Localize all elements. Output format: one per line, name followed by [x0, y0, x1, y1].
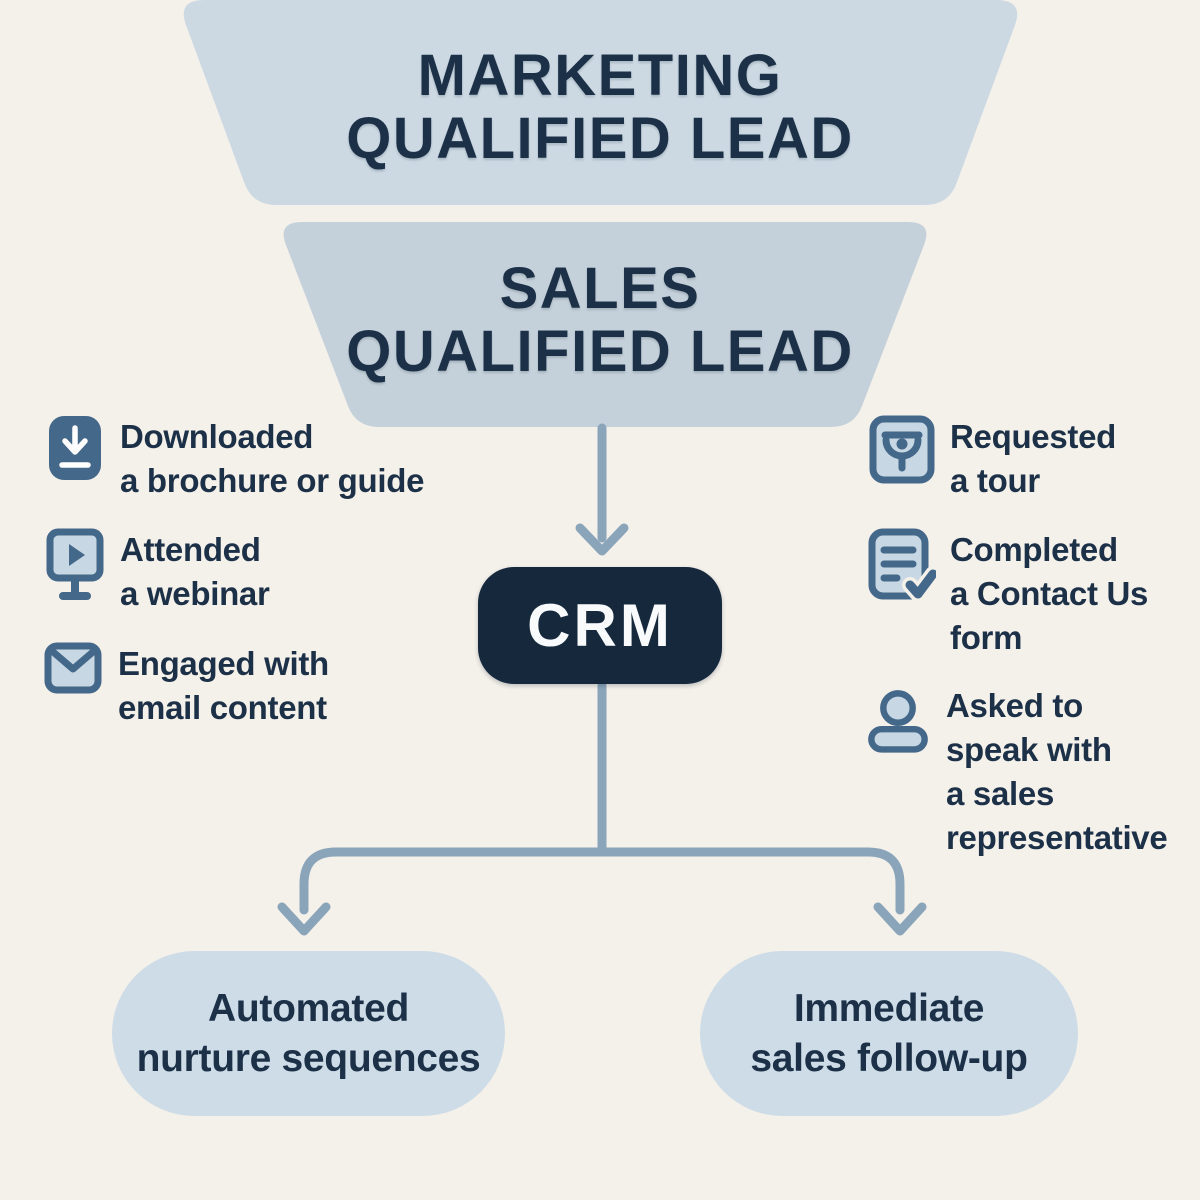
signal-text-line: a tour [950, 462, 1040, 499]
email-icon [44, 642, 102, 694]
signal-text-line: email content [118, 689, 327, 726]
funnel-stage-sql-label: SALES QUALIFIED LEAD [0, 257, 1200, 383]
funnel-stage-mql-shape [183, 0, 1018, 205]
tour-icon [869, 415, 935, 484]
outcome-text-line: sales follow-up [750, 1036, 1028, 1080]
signal-text-line: representative [946, 819, 1168, 856]
funnel-stage-sql-shape [283, 222, 927, 427]
signal-text-line: form [950, 619, 1023, 656]
download-icon [49, 416, 101, 480]
sql-signal-contact-form: Completed a Contact Us form [868, 528, 1148, 660]
signal-text-line: a brochure or guide [120, 462, 425, 499]
mql-signal-webinar: Attended a webinar [46, 528, 270, 616]
outcome-text-line: nurture sequences [136, 1036, 481, 1080]
signal-text-line: Attended [120, 531, 261, 568]
signal-text-line: a webinar [120, 575, 270, 612]
arrow-sql-to-crm [575, 423, 629, 556]
stage-label-line: QUALIFIED LEAD [346, 106, 854, 171]
outcome-immediate-followup: Immediate sales follow-up [700, 951, 1078, 1116]
outcome-text-line: Immediate [793, 986, 985, 1030]
sql-signal-sales-rep: Asked to speak with a sales representati… [864, 684, 1168, 860]
person-icon [868, 690, 928, 753]
stage-label-line: MARKETING [417, 43, 783, 108]
sql-signal-tour: Requested a tour [868, 415, 1116, 503]
signal-text-line: Asked to [946, 687, 1083, 724]
connector-crm-to-outcomes [277, 681, 927, 936]
signal-text-line: Engaged with [118, 645, 329, 682]
stage-label-line: SALES [499, 256, 701, 321]
contact-form-icon [868, 528, 936, 602]
outcome-text-line: Automated [208, 986, 409, 1030]
signal-text-line: Completed [950, 531, 1118, 568]
mql-signal-download: Downloaded a brochure or guide [46, 415, 424, 503]
signal-text-line: Downloaded [120, 418, 314, 455]
outcome-automated-nurture: Automated nurture sequences [112, 951, 505, 1116]
webinar-icon [46, 528, 104, 600]
crm-node: CRM [478, 567, 722, 684]
signal-text-line: a sales [946, 775, 1055, 812]
signal-text-line: Requested [950, 418, 1117, 455]
mql-signal-email: Engaged with email content [44, 642, 329, 730]
stage-label-line: QUALIFIED LEAD [346, 319, 854, 384]
crm-label: CRM [527, 592, 673, 659]
signal-text-line: a Contact Us [950, 575, 1149, 612]
signal-text-line: speak with [946, 731, 1112, 768]
funnel-stage-mql-label: MARKETING QUALIFIED LEAD [0, 44, 1200, 170]
